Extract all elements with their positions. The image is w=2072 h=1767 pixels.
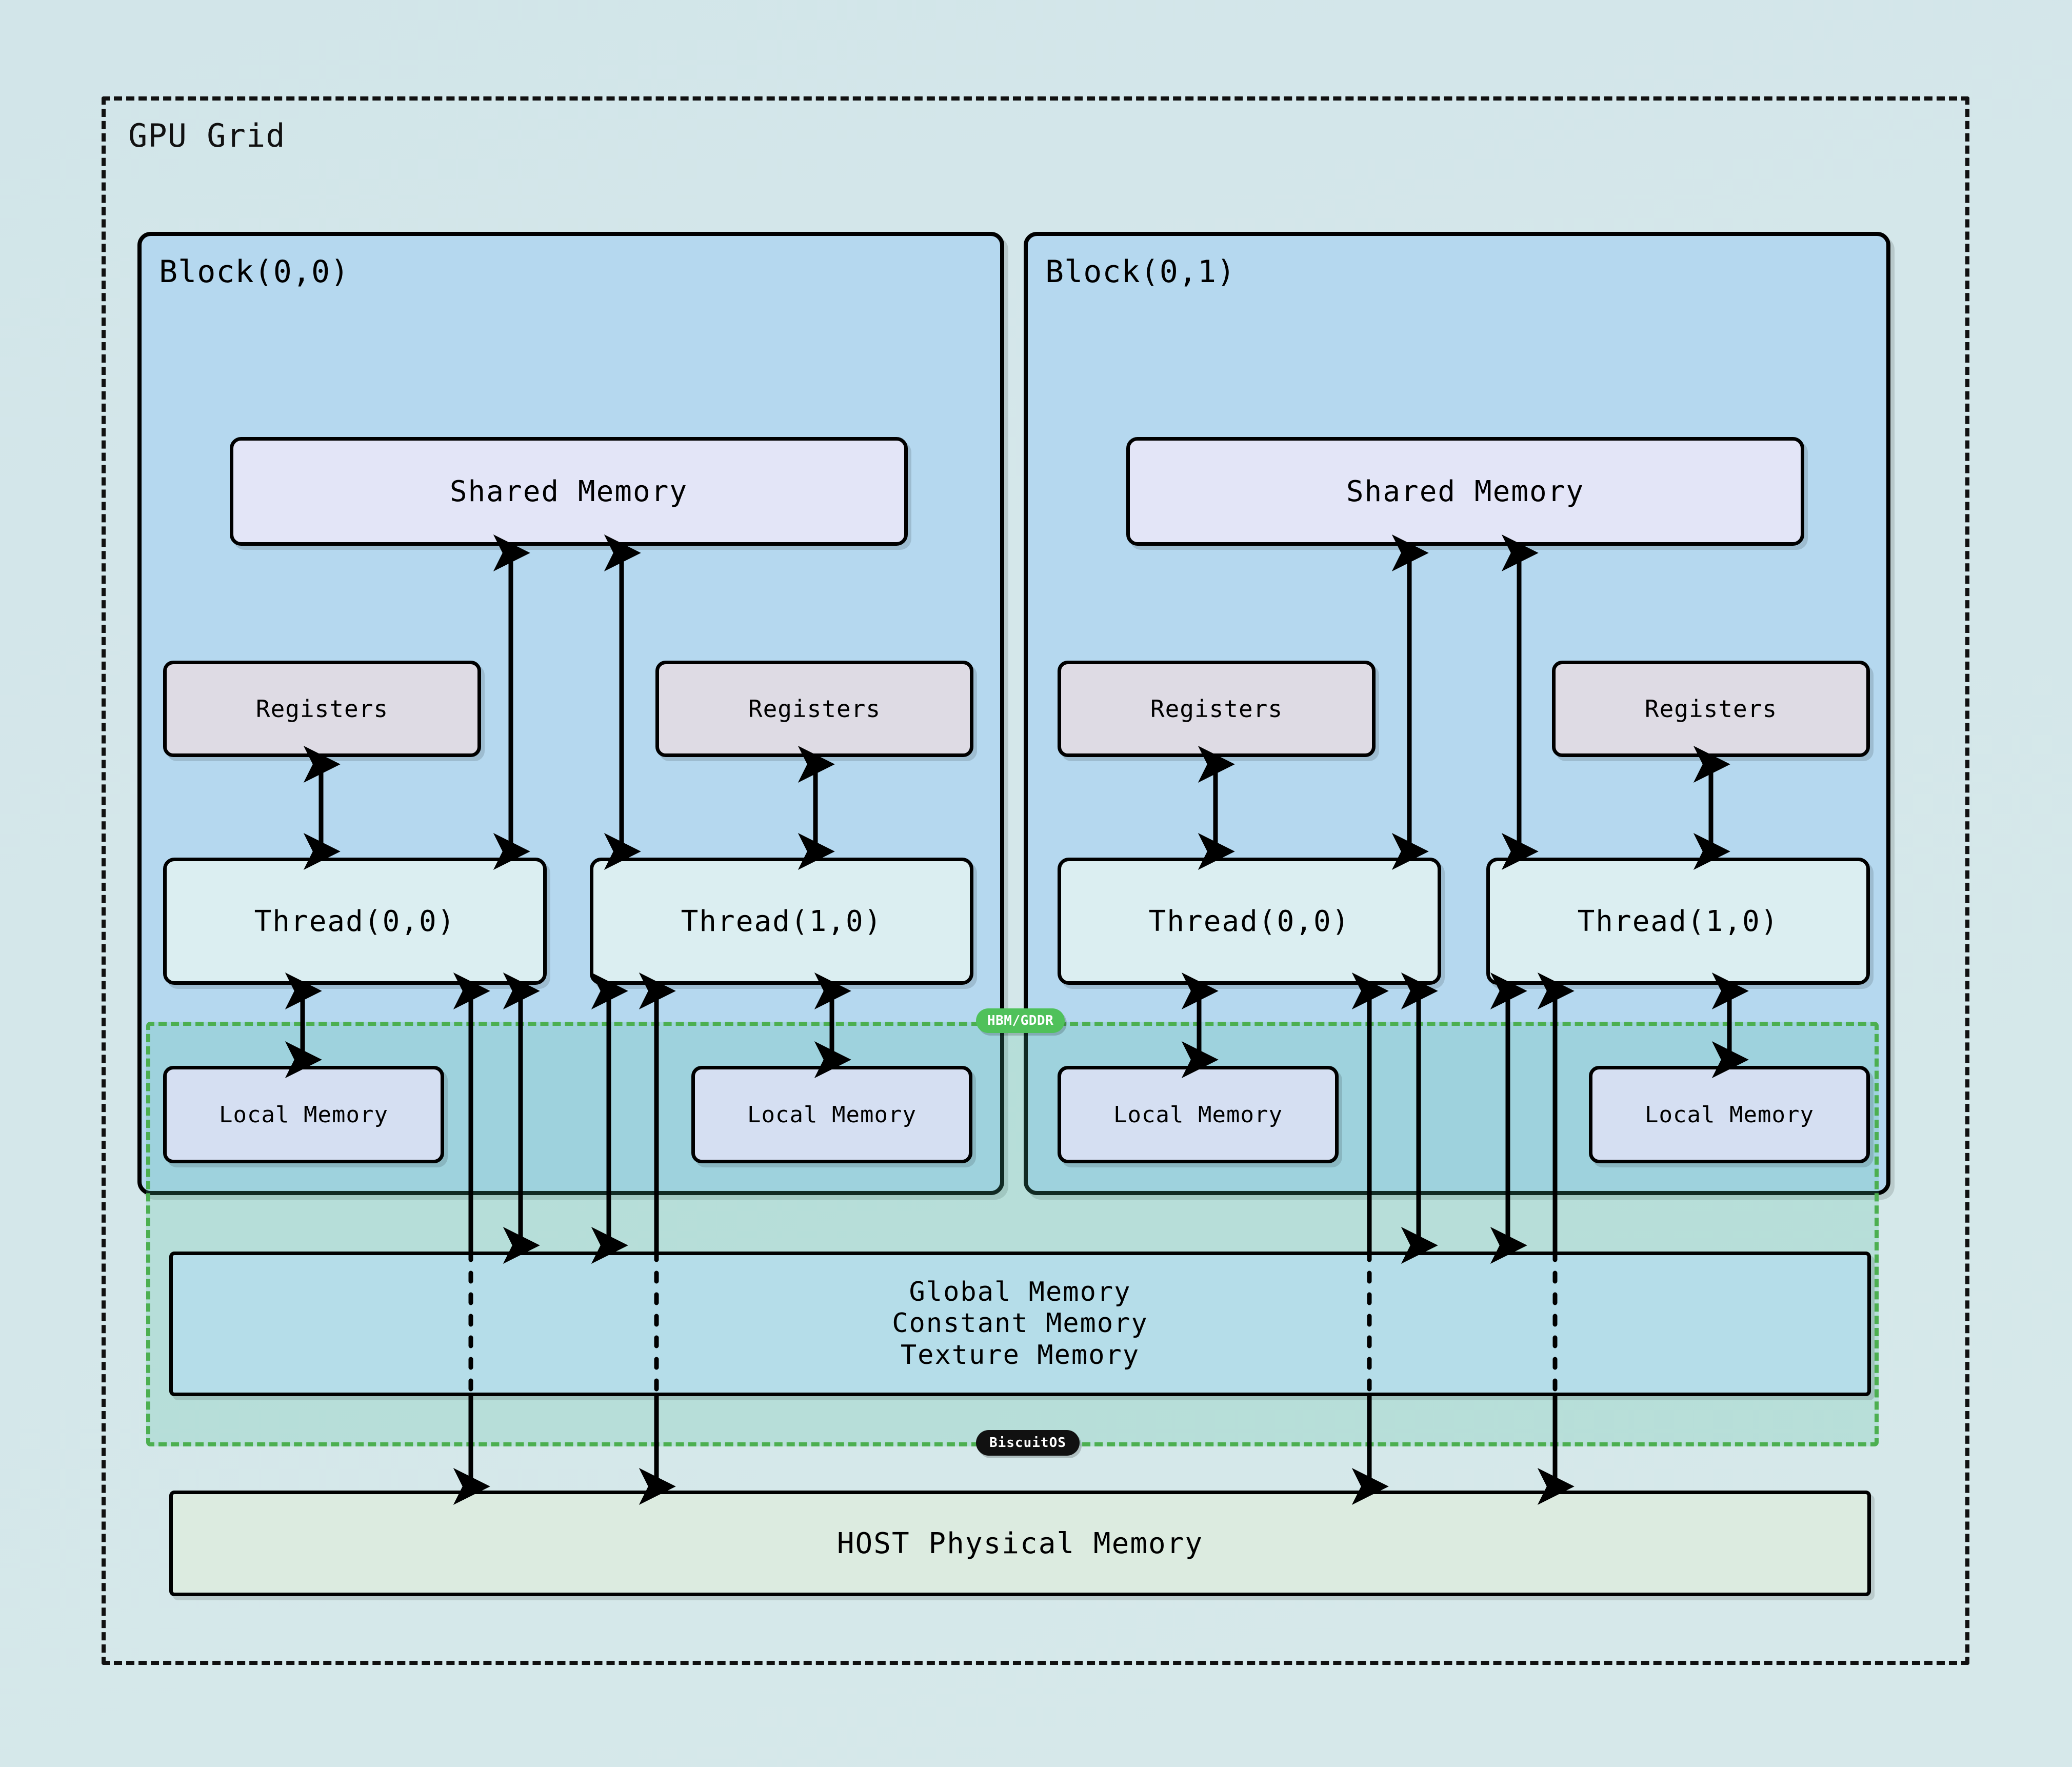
block-0-1-thread-1-registers[interactable]: Registers bbox=[1552, 661, 1870, 757]
device-memory-box[interactable]: Global Memory Constant Memory Texture Me… bbox=[169, 1252, 1871, 1396]
gpu-grid-frame bbox=[102, 96, 1969, 1665]
block-0-0-thread-1-0[interactable]: Thread(1,0) bbox=[590, 858, 973, 985]
texture-memory-label: Texture Memory bbox=[900, 1339, 1140, 1371]
constant-memory-label: Constant Memory bbox=[892, 1308, 1148, 1339]
block-0-1-thread-1-local-memory[interactable]: Local Memory bbox=[1589, 1066, 1870, 1163]
block-0-0-thread-0-local-memory[interactable]: Local Memory bbox=[163, 1066, 444, 1163]
block-0-1-thread-0-local-memory[interactable]: Local Memory bbox=[1058, 1066, 1339, 1163]
host-physical-memory-box[interactable]: HOST Physical Memory bbox=[169, 1491, 1871, 1596]
block-0-0-label: Block(0,0) bbox=[159, 254, 350, 290]
block-0-1-thread-1-0[interactable]: Thread(1,0) bbox=[1486, 858, 1870, 985]
block-0-1-shared-memory[interactable]: Shared Memory bbox=[1126, 437, 1804, 546]
gpu-grid-label: GPU Grid bbox=[128, 117, 286, 154]
block-0-0-thread-1-registers[interactable]: Registers bbox=[655, 661, 973, 757]
global-memory-label: Global Memory bbox=[909, 1276, 1131, 1307]
block-0-0-thread-1-local-memory[interactable]: Local Memory bbox=[691, 1066, 972, 1163]
block-0-1-label: Block(0,1) bbox=[1045, 254, 1236, 290]
block-0-1-thread-0-registers[interactable]: Registers bbox=[1058, 661, 1376, 757]
block-0-0-shared-memory[interactable]: Shared Memory bbox=[230, 437, 908, 546]
block-0-1-thread-0-0[interactable]: Thread(0,0) bbox=[1058, 858, 1441, 985]
block-0-0-thread-0-registers[interactable]: Registers bbox=[163, 661, 481, 757]
biscuitos-watermark-badge: BiscuitOS bbox=[976, 1430, 1080, 1456]
block-0-0-thread-0-0[interactable]: Thread(0,0) bbox=[163, 858, 547, 985]
hbm-gddr-badge: HBM/GDDR bbox=[976, 1008, 1065, 1033]
